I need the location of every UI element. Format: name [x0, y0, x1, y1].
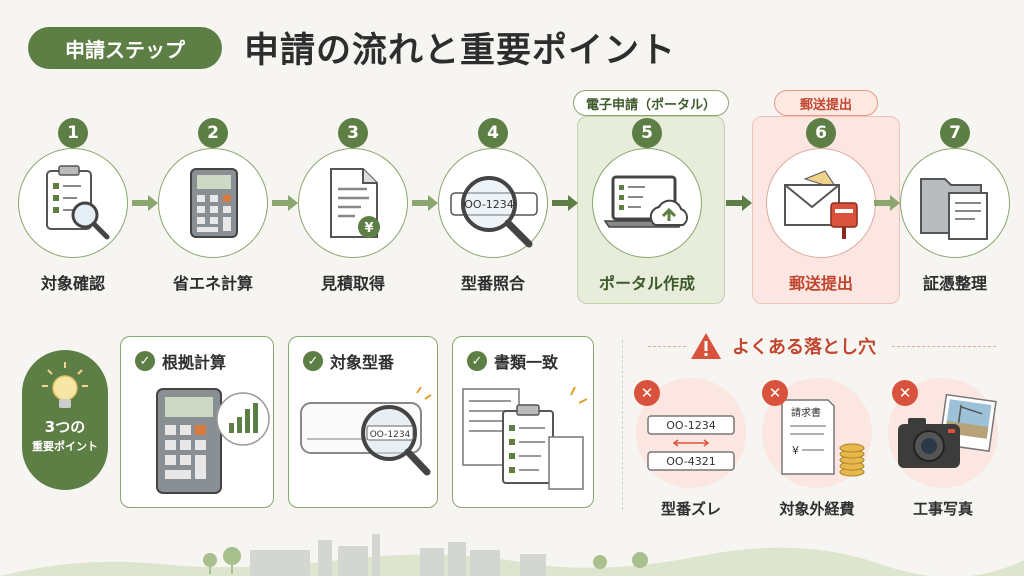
step-6: 6 郵送提出 — [766, 118, 876, 298]
quote-document-icon: ¥ — [330, 168, 380, 238]
step-2: 2 省エネ計算 — [158, 118, 268, 298]
step-number: 3 — [338, 118, 368, 148]
error-x-icon: ✕ — [892, 380, 918, 406]
key-points-count: 3つの — [44, 418, 86, 436]
error-x-icon: ✕ — [762, 380, 788, 406]
calculator-icon — [190, 168, 238, 238]
aircon-magnifier-icon: OO-1234 — [300, 386, 432, 476]
step-label: 見積取得 — [320, 274, 385, 293]
calculator-chart-icon — [156, 388, 270, 494]
svg-text:¥: ¥ — [364, 221, 373, 236]
step-7: 7 証憑整理 — [900, 118, 1010, 298]
model-number-text: OO-1234 — [464, 198, 514, 211]
check-icon: ✓ — [467, 351, 487, 371]
pitfall-header: よくある落とし穴 — [690, 332, 876, 360]
pitfall-label: 型番ズレ — [660, 500, 721, 518]
matching-documents-icon — [462, 386, 588, 490]
laptop-upload-icon — [603, 175, 688, 228]
step-label: 型番照合 — [460, 274, 525, 293]
mail-highlight-label: 郵送提出 — [774, 90, 878, 116]
check-icon: ✓ — [135, 351, 155, 371]
step-number: 7 — [940, 118, 970, 148]
key-points-label: 重要ポイント — [32, 440, 98, 453]
step-5: 5 ポータル作成 — [592, 118, 702, 298]
section-tag: 申請ステップ — [28, 27, 222, 69]
pitfall-ineligible-expense: 請求書 ¥ — [762, 378, 872, 488]
lightbulb-icon — [42, 362, 88, 408]
step-number: 2 — [198, 118, 228, 148]
step-label: 省エネ計算 — [172, 274, 253, 293]
step-icon-circle — [158, 148, 268, 258]
step-icon-circle: ¥ — [298, 148, 408, 258]
step-icon-circle — [900, 148, 1010, 258]
step-icon-circle — [18, 148, 128, 258]
model-mismatch-icon: OO-1234 OO-4321 — [647, 415, 735, 471]
card-title: 書類一致 — [494, 353, 559, 372]
pitfall-header-rule — [648, 346, 686, 347]
check-icon: ✓ — [303, 351, 323, 371]
arrow-right-icon — [874, 195, 900, 211]
invoice-coins-icon: 請求書 ¥ — [781, 399, 865, 477]
arrow-right-icon — [412, 195, 438, 211]
page-title: 申請の流れと重要ポイント — [244, 31, 677, 71]
key-point-card: ✓ 根拠計算 — [120, 336, 274, 508]
step-3: 3 ¥ 見積取得 — [298, 118, 408, 298]
step-icon-circle: OO-1234 — [438, 148, 548, 258]
step-number: 5 — [632, 118, 662, 148]
electronic-highlight-label: 電子申請（ポータル） — [573, 90, 729, 116]
model-b-text: OO-4321 — [666, 455, 716, 468]
pitfall-title: よくある落とし穴 — [732, 337, 876, 358]
step-label: ポータル作成 — [598, 274, 695, 293]
arrow-right-icon — [726, 195, 752, 211]
step-4: 4 OO-1234 型番照合 — [438, 118, 548, 298]
pitfall-label: 対象外経費 — [779, 500, 855, 518]
folder-documents-icon — [920, 178, 988, 240]
invoice-title: 請求書 — [791, 406, 821, 419]
key-point-card: ✓ 対象型番 OO-1234 — [288, 336, 438, 508]
model-number-magnifier-icon: OO-1234 — [450, 176, 538, 248]
arrow-right-icon — [272, 195, 298, 211]
model-a-text: OO-1234 — [666, 419, 716, 432]
warning-icon — [691, 333, 721, 359]
card-title: 根拠計算 — [162, 353, 227, 372]
key-points-badge: 3つの 重要ポイント — [22, 350, 108, 490]
step-number: 4 — [478, 118, 508, 148]
pitfall-header-rule — [892, 346, 996, 347]
step-number: 6 — [806, 118, 836, 148]
camera-photo-icon — [898, 393, 997, 468]
currency-symbol: ¥ — [792, 444, 799, 457]
arrow-right-icon — [132, 195, 158, 211]
envelope-mailbox-icon — [784, 170, 858, 239]
step-number: 1 — [58, 118, 88, 148]
step-label: 対象確認 — [40, 274, 105, 293]
error-x-icon: ✕ — [634, 380, 660, 406]
step-label: 郵送提出 — [788, 274, 853, 293]
model-number-text: OO-1234 — [370, 430, 411, 440]
city-skyline-decoration — [0, 534, 1024, 576]
step-1: 1 対象確認 — [18, 118, 128, 298]
clipboard-magnifier-icon — [46, 165, 110, 240]
key-point-card: ✓ 書類一致 — [452, 336, 594, 508]
pitfall-label: 工事写真 — [912, 500, 973, 518]
step-icon-circle — [592, 148, 702, 258]
arrow-right-icon — [552, 195, 578, 211]
step-label: 証憑整理 — [922, 274, 987, 293]
card-title: 対象型番 — [330, 353, 395, 372]
section-divider — [622, 340, 623, 510]
step-icon-circle — [766, 148, 876, 258]
